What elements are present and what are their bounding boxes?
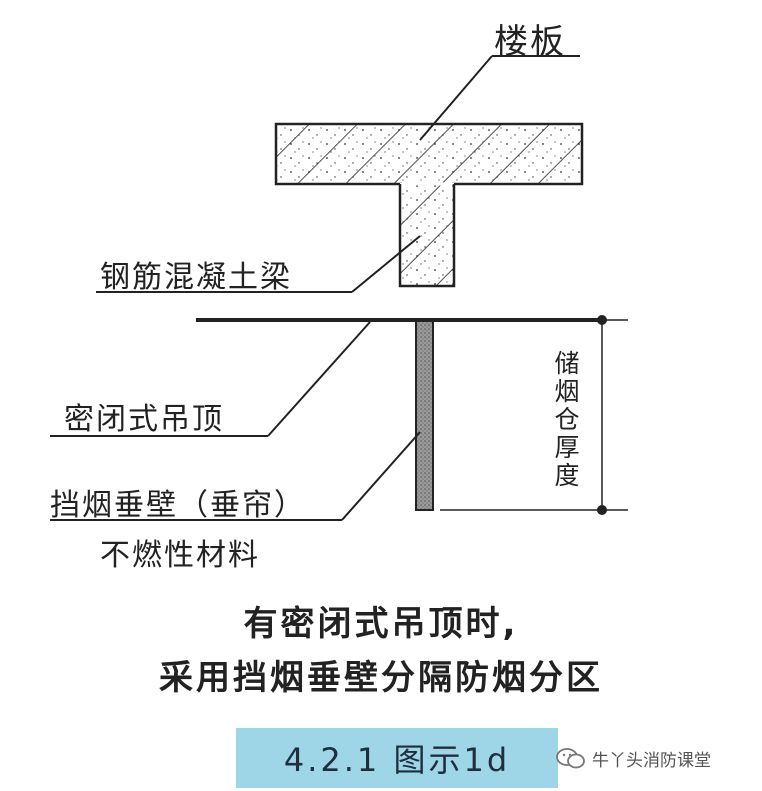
caption-line2: 采用挡烟垂壁分隔防烟分区	[159, 658, 603, 698]
leader-ceiling	[50, 321, 371, 437]
watermark: 牛丫头消防课堂	[556, 746, 711, 771]
leader-floor-slab	[419, 55, 580, 141]
caption-line1: 有密闭式吊顶时,	[243, 604, 519, 644]
figure-label-box: 4.2.1 图示1d	[236, 728, 558, 788]
rc-beam-label: 钢筋混凝土梁	[100, 260, 292, 295]
sealed-ceiling-label: 密闭式吊顶	[64, 402, 224, 437]
figure-label: 4.2.1 图示1d	[283, 741, 511, 779]
non-combustible-label: 不燃性材料	[100, 538, 260, 573]
depth-dimension	[440, 315, 628, 515]
smoke-barrier	[415, 320, 434, 511]
watermark-text: 牛丫头消防课堂	[592, 751, 711, 771]
leader-barrier	[50, 431, 421, 521]
smoke-barrier-label: 挡烟垂壁（垂帘）	[50, 488, 306, 523]
concrete-beam	[398, 182, 456, 288]
reservoir-depth-label: 储烟仓厚度	[551, 350, 580, 490]
floor-slab	[274, 122, 584, 186]
leader-beam	[96, 235, 421, 293]
floor-slab-label: 楼板	[494, 22, 566, 62]
chat-bubbles-icon	[556, 747, 585, 768]
